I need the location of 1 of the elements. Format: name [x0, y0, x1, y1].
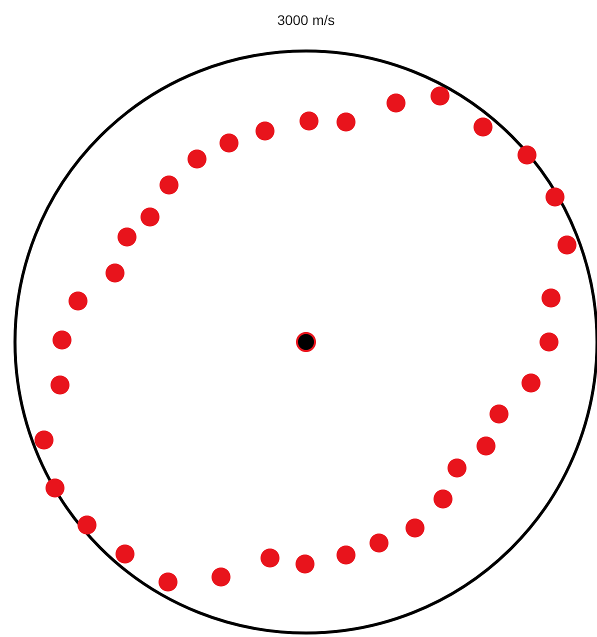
speed-label: 3000 m/s [276, 12, 336, 28]
